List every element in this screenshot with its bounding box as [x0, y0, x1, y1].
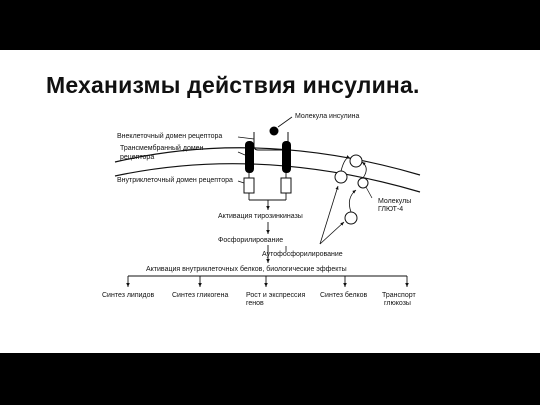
label-tyrosine-kinase: Активация тирозинкиназы	[218, 213, 303, 220]
label-transmembrane-domain-1: Трансмембранный домен	[120, 144, 204, 152]
transmembrane-bar-left	[245, 141, 254, 173]
slide-area: Механизмы действия инсулина.	[0, 50, 540, 353]
effect-glucose-transport-1: Транспорт	[382, 292, 416, 299]
effect-lipids: Синтез липидов	[102, 292, 155, 299]
label-transmembrane-domain-2: рецептора	[120, 154, 154, 161]
glut4-circle-4	[344, 211, 358, 225]
label-insulin-molecule: Молекула инсулина	[295, 113, 360, 120]
insulin-pointer-line	[277, 116, 293, 128]
label-extracellular-domain: Внеклеточный домен рецептора	[117, 132, 222, 140]
effect-proteins: Синтез белков	[320, 291, 368, 299]
glut4-circle-3	[357, 177, 369, 189]
membrane-outer-line	[114, 147, 421, 176]
slide-title: Механизмы действия инсулина.	[46, 72, 420, 98]
label-glut4-1: Молекулы	[378, 198, 411, 205]
bottom-black-bar	[0, 353, 540, 405]
intracellular-box-right	[280, 177, 292, 194]
label-autophosphorylation: Аутофосфорилирование	[262, 251, 343, 258]
label-protein-activation: Активация внутриклеточных белков, биолог…	[146, 265, 347, 273]
effect-gene-expression-2: генов	[246, 300, 264, 307]
label-phosphorylation: Фосфорилирование	[218, 237, 283, 244]
label-intracellular-domain: Внутриклеточный домен рецептора	[117, 176, 233, 184]
membrane-inner-line	[114, 163, 421, 193]
glut4-circle-1	[349, 154, 363, 168]
insulin-molecule-dot	[269, 126, 279, 136]
top-black-bar	[0, 0, 540, 50]
effect-glucose-transport-2: глюкозы	[384, 300, 411, 307]
label-glut4-2: ГЛЮТ-4	[378, 206, 403, 213]
transmembrane-bar-right	[282, 141, 291, 173]
effect-gene-expression-1: Рост и экспрессия	[246, 292, 305, 299]
effect-glycogen: Синтез гликогена	[172, 292, 228, 299]
glut4-circle-2	[334, 170, 348, 184]
intracellular-box-left	[243, 177, 255, 194]
